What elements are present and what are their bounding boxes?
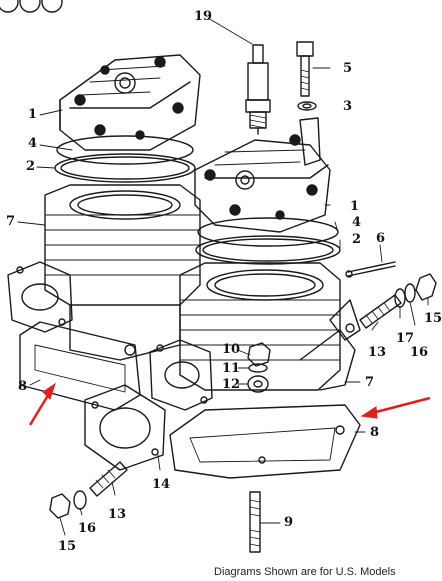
callout-16-right: 16 — [410, 345, 429, 360]
left-cylinder-head — [59, 54, 201, 151]
left-head-gasket-2 — [54, 153, 196, 183]
nut-15-left — [49, 493, 71, 519]
callout-8-left: 8 — [18, 379, 28, 394]
red-arrows — [28, 382, 431, 426]
callout-15-left: 15 — [58, 539, 77, 554]
callout-16-left: 16 — [78, 521, 97, 536]
left-exhaust-port — [7, 261, 73, 333]
callout-13-right: 13 — [368, 345, 387, 360]
pin-6 — [345, 261, 396, 278]
callout-1-left: 1 — [28, 107, 38, 122]
callout-17: 17 — [396, 331, 415, 346]
arrow-right — [371, 396, 431, 415]
callout-2-right: 2 — [352, 232, 362, 247]
callout-9: 9 — [284, 515, 294, 530]
left-cylinder-block — [44, 184, 201, 361]
callout-12: 12 — [222, 377, 241, 392]
right-head-gasket-2 — [195, 235, 341, 265]
arrow-right-head — [360, 406, 378, 419]
lockwasher-16-right — [404, 283, 416, 303]
left-head-gasket-4 — [56, 135, 194, 165]
right-cylinder-block — [179, 262, 361, 391]
callout-19: 19 — [194, 9, 213, 24]
callout-4-left: 4 — [28, 136, 38, 151]
callout-1-right: 1 — [350, 199, 360, 214]
stud-9 — [249, 491, 261, 553]
callout-15-right: 15 — [424, 311, 442, 326]
callout-10: 10 — [222, 342, 241, 357]
left-base-gasket — [19, 321, 141, 411]
callout-5: 5 — [343, 61, 353, 76]
callout-2-left: 2 — [26, 159, 36, 174]
callout-13-left: 13 — [108, 507, 127, 522]
right-exhaust-port — [149, 339, 213, 411]
exhaust-gasket-14 — [84, 384, 166, 471]
lockwasher-16-left — [73, 490, 87, 510]
callout-14: 14 — [152, 477, 171, 492]
spark-plug-19 — [245, 44, 271, 135]
arrow-left-head — [42, 382, 56, 400]
top-circles — [0, 0, 63, 13]
right-base-gasket — [169, 404, 361, 479]
callout-8-right: 8 — [370, 425, 380, 440]
bolt-5 — [296, 41, 314, 97]
stud-13-left — [89, 461, 128, 497]
nut-10 — [247, 342, 271, 367]
callout-6: 6 — [376, 231, 386, 246]
washer-3 — [297, 101, 317, 111]
callout-11: 11 — [222, 361, 241, 376]
right-head-gasket-4 — [197, 217, 339, 247]
callout-4-right: 4 — [352, 215, 362, 230]
arrow-left — [28, 391, 52, 426]
leader-lines — [17, 17, 429, 536]
stud-13-right — [359, 294, 402, 329]
right-cylinder-head — [194, 117, 331, 233]
callout-7-right: 7 — [365, 375, 375, 390]
diagram-caption: Diagrams Shown are for U.S. Models — [214, 566, 396, 578]
nut-15-right — [415, 273, 437, 301]
callout-3: 3 — [343, 99, 353, 114]
callout-7-left: 7 — [6, 214, 16, 229]
